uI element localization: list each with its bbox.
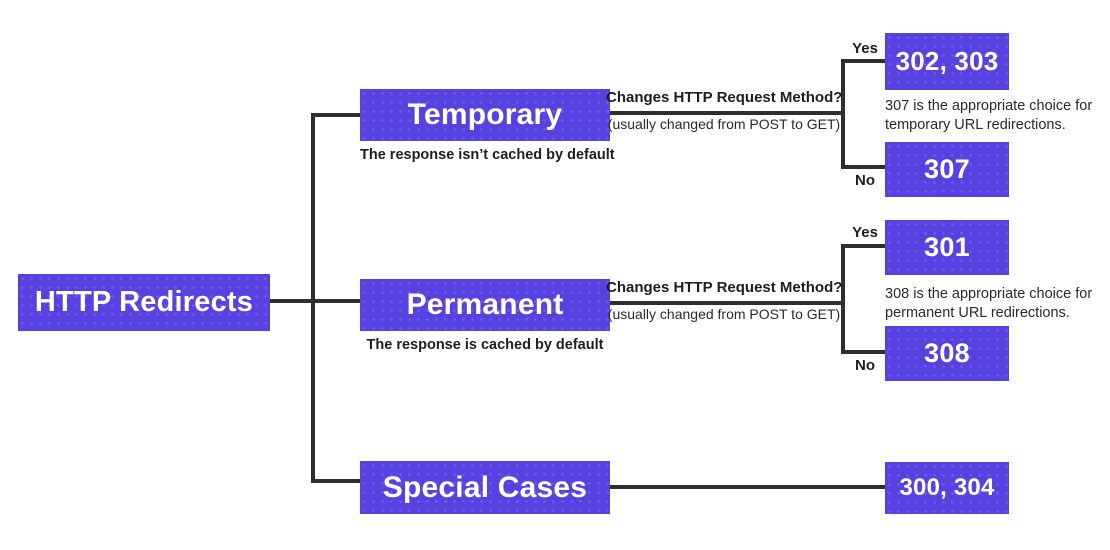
caption-temporary: The response isn’t cached by default xyxy=(360,147,615,163)
question-permanent-sub: (usually changed from POST to GET) xyxy=(607,306,841,322)
node-special-cases: Special Cases xyxy=(360,461,610,514)
node-special-cases-label: Special Cases xyxy=(382,470,588,504)
caption-permanent: The response is cached by default xyxy=(366,337,604,353)
node-result-302-303-label: 302, 303 xyxy=(895,46,999,76)
node-permanent-label: Permanent xyxy=(406,288,564,321)
node-result-307-label: 307 xyxy=(924,154,970,184)
label-no-permanent: No xyxy=(855,357,875,374)
question-temporary-sub: (usually changed from POST to GET) xyxy=(607,116,841,132)
node-temporary: Temporary xyxy=(360,89,610,141)
connector-permanent-to-split xyxy=(610,301,843,305)
note-permanent-line1: 308 is the appropriate choice for xyxy=(885,286,1093,302)
node-result-300-304: 300, 304 xyxy=(885,462,1009,514)
node-result-300-304-label: 300, 304 xyxy=(899,474,995,501)
node-result-308: 308 xyxy=(885,326,1009,381)
connector-trunk-vertical xyxy=(311,113,315,483)
node-http-redirects: HTTP Redirects xyxy=(18,274,270,331)
note-permanent-line2: permanent URL redirections. xyxy=(885,305,1070,321)
note-temporary: 307 is the appropriate choice for tempor… xyxy=(885,97,1110,135)
connector-trunk-to-temporary xyxy=(311,113,360,117)
node-result-307: 307 xyxy=(885,142,1009,197)
question-temporary: Changes HTTP Request Method? xyxy=(606,89,843,106)
label-no-temporary: No xyxy=(855,172,875,189)
connector-split2-no xyxy=(841,350,885,354)
note-temporary-line2: temporary URL redirections. xyxy=(885,117,1066,133)
node-result-301: 301 xyxy=(885,220,1009,275)
connector-split1-yes xyxy=(841,59,885,63)
node-temporary-label: Temporary xyxy=(407,98,563,131)
note-temporary-line1: 307 is the appropriate choice for xyxy=(885,98,1093,114)
node-result-301-label: 301 xyxy=(924,232,970,262)
note-permanent: 308 is the appropriate choice for perman… xyxy=(885,285,1110,323)
connector-temporary-to-split xyxy=(610,111,843,115)
connector-split1-no xyxy=(841,165,885,169)
label-yes-temporary: Yes xyxy=(852,40,878,57)
connector-trunk-to-special xyxy=(311,479,360,483)
node-result-308-label: 308 xyxy=(924,338,970,368)
node-result-302-303: 302, 303 xyxy=(885,33,1009,90)
connector-special-to-result xyxy=(610,485,885,489)
connector-split1-vertical xyxy=(841,59,845,169)
node-http-redirects-label: HTTP Redirects xyxy=(34,286,254,318)
label-yes-permanent: Yes xyxy=(852,224,878,241)
question-permanent: Changes HTTP Request Method? xyxy=(606,279,843,296)
node-permanent: Permanent xyxy=(360,279,610,331)
connector-split2-vertical xyxy=(841,244,845,354)
connector-split2-yes xyxy=(841,244,885,248)
